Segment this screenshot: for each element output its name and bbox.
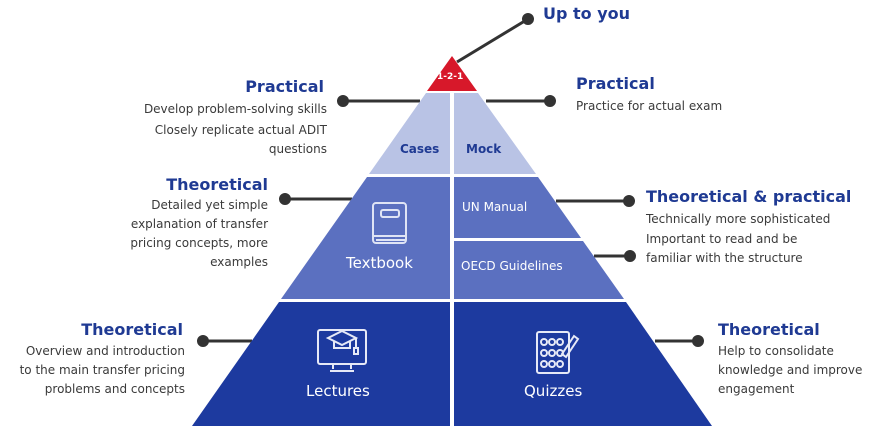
annotation-line: Important to read and be <box>646 232 798 246</box>
annotation-middle-left: Theoretical Detailed yet simple explanat… <box>130 175 268 272</box>
un-manual-label: UN Manual <box>462 200 528 214</box>
annotation-line: Technically more sophisticated <box>646 212 831 226</box>
quizzes-block <box>454 302 712 426</box>
un-manual-block <box>454 177 581 238</box>
annotation-line: engagement <box>718 382 795 396</box>
apex-callout: Up to you <box>543 4 631 23</box>
annotation-bottom-left: Theoretical Overview and introduction to… <box>20 320 185 399</box>
book-icon <box>372 202 407 244</box>
annotation-line: questions <box>268 142 327 156</box>
annotation-middle-right: Theoretical & practical Technically more… <box>646 187 851 268</box>
apex-label: 1-2-1 <box>437 72 464 82</box>
annotation-title: Theoretical <box>81 320 183 339</box>
mock-block <box>454 93 536 174</box>
lectures-label: Lectures <box>306 382 370 400</box>
connector-dot <box>544 95 556 107</box>
annotation-line: problems and concepts <box>44 382 185 396</box>
annotation-line: examples <box>210 255 268 269</box>
connector-dot <box>623 195 635 207</box>
connector-dot <box>624 250 636 262</box>
annotation-title: Theoretical & practical <box>646 187 852 206</box>
connector-dot <box>692 335 704 347</box>
online-lecture-icon <box>317 329 367 372</box>
annotation-title: Practical <box>576 74 655 93</box>
annotation-line: Develop problem-solving skills <box>143 102 327 116</box>
connector-dot <box>197 335 209 347</box>
annotation-line: pricing concepts, more <box>130 236 268 250</box>
cases-block <box>369 93 450 174</box>
connector-dot <box>522 13 534 25</box>
annotation-line: Practice for actual exam <box>576 99 723 113</box>
connector-dot <box>337 95 349 107</box>
textbook-block <box>281 177 450 299</box>
textbook-label: Textbook <box>346 254 413 272</box>
annotation-title: Theoretical <box>718 320 820 339</box>
annotation-line: to the main transfer pricing <box>19 363 185 377</box>
annotation-title: Practical <box>245 77 324 96</box>
quizzes-label: Quizzes <box>524 382 583 400</box>
cases-label: Cases <box>400 142 440 156</box>
apex-connector <box>456 17 529 64</box>
annotation-line: Overview and introduction <box>25 344 185 358</box>
annotation-line: knowledge and improve <box>718 363 863 377</box>
annotation-bottom-right: Theoretical Help to consolidate knowledg… <box>718 320 862 399</box>
annotation-line: explanation of transfer <box>130 217 268 231</box>
apex-triangle <box>427 56 477 91</box>
annotation-line: Closely replicate actual ADIT <box>154 123 327 137</box>
connector-dot <box>279 193 291 205</box>
annotation-top-left: Practical Develop problem-solving skills… <box>144 77 327 157</box>
annotation-line: familiar with the structure <box>646 251 803 265</box>
oecd-guidelines-block <box>454 241 624 299</box>
annotation-title: Theoretical <box>166 175 268 194</box>
annotation-line: Detailed yet simple <box>151 198 268 212</box>
mock-label: Mock <box>466 142 502 156</box>
quiz-sheet-icon <box>536 331 580 374</box>
oecd-guidelines-label: OECD Guidelines <box>461 259 563 273</box>
annotation-line: Help to consolidate <box>718 344 834 358</box>
annotation-top-right: Practical Practice for actual exam <box>576 74 722 117</box>
